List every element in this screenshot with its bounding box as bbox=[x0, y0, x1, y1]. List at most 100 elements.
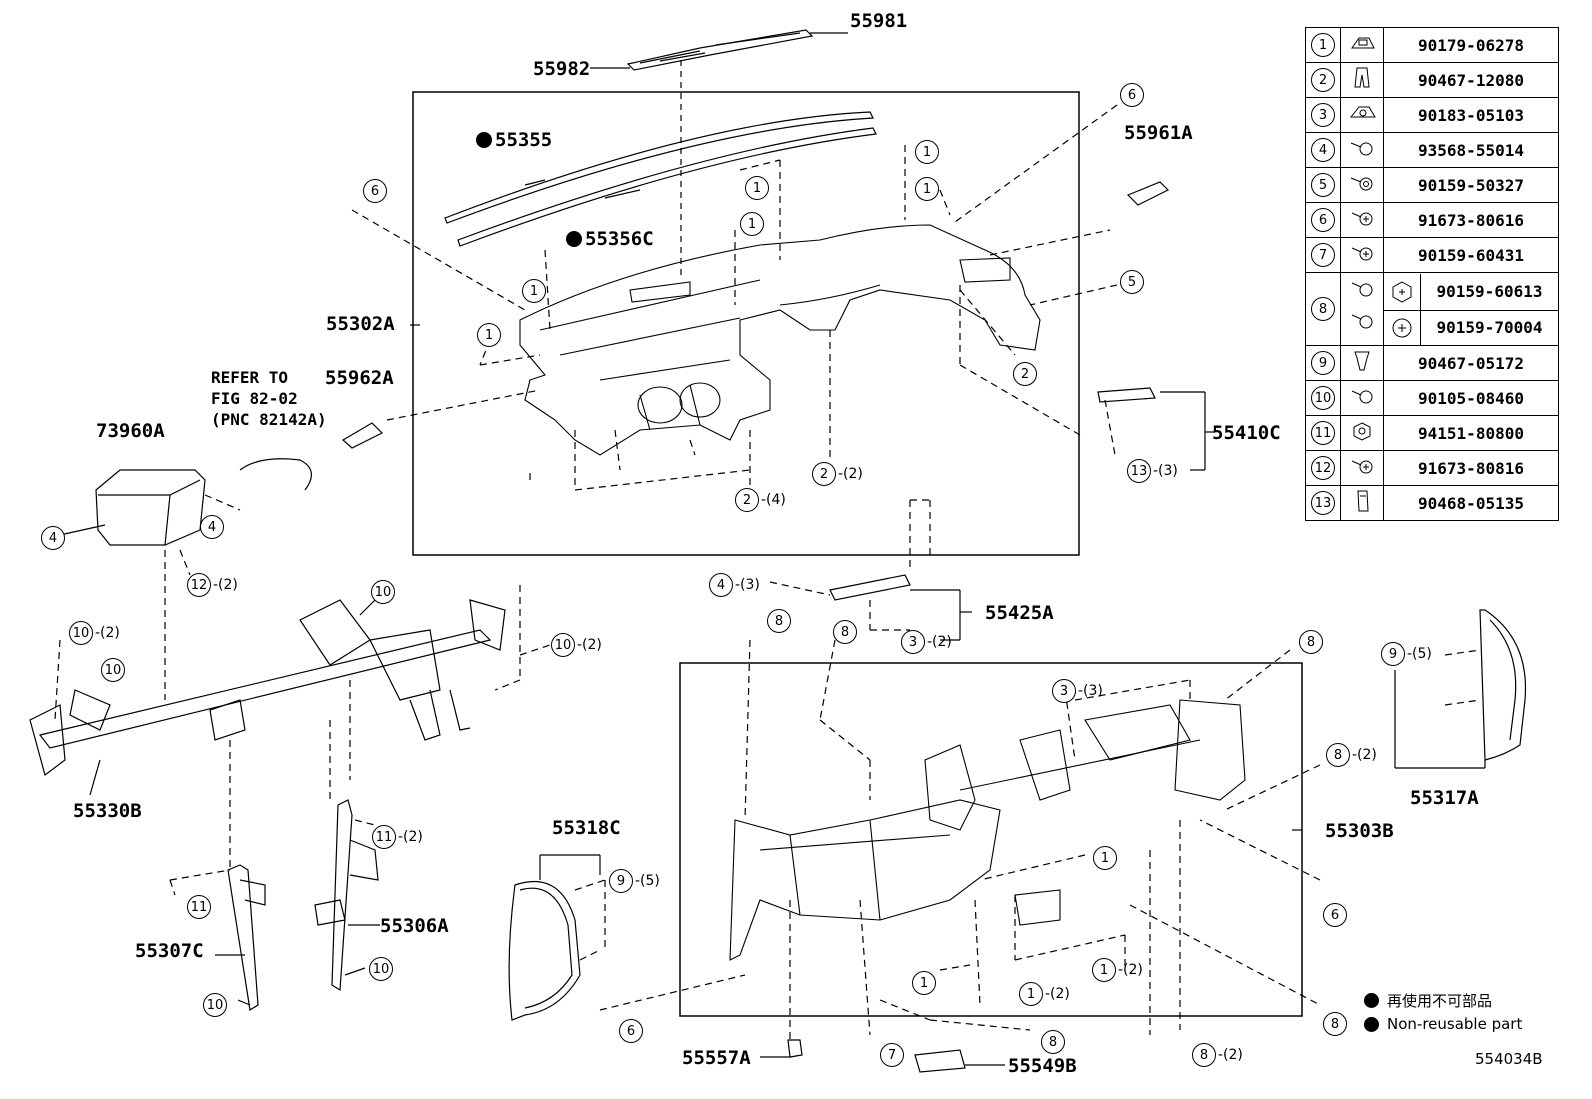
push-clip-icon bbox=[1340, 345, 1384, 381]
callout: 3-(2) bbox=[901, 630, 952, 654]
table-row: 4 93568-55014 bbox=[1305, 132, 1559, 168]
screw-icon bbox=[1340, 237, 1384, 273]
callout: 8 bbox=[1299, 630, 1325, 654]
callout: 12-(2) bbox=[187, 573, 238, 597]
part-55981: 55981 bbox=[850, 10, 908, 32]
table-row: 2 90467-12080 bbox=[1305, 62, 1559, 98]
callout: 6 bbox=[619, 1019, 645, 1043]
weatherstrip-drawing bbox=[444, 111, 877, 247]
part-55318c: 55318C bbox=[552, 817, 621, 839]
callout: 6 bbox=[1323, 903, 1349, 927]
55557a-drawing bbox=[787, 1039, 803, 1058]
callout: 2 bbox=[1013, 362, 1039, 386]
callout: 1 bbox=[912, 971, 938, 995]
part-55557a: 55557A bbox=[682, 1047, 751, 1069]
callout: 1-(2) bbox=[1019, 982, 1070, 1006]
callout: 1 bbox=[522, 279, 548, 303]
callout: 1 bbox=[1093, 846, 1119, 870]
55317a-drawing bbox=[1394, 609, 1527, 769]
callout: 7 bbox=[880, 1043, 906, 1067]
55318c-drawing bbox=[508, 854, 606, 1021]
55549b-drawing bbox=[914, 1049, 966, 1073]
callout: 8 bbox=[1041, 1030, 1067, 1054]
fastener-table: 1 90179-06278 2 90467-12080 3 90183-0510… bbox=[1305, 27, 1559, 521]
screw-icon bbox=[1340, 272, 1384, 346]
callout: 2-(4) bbox=[735, 488, 786, 512]
55306a-drawing bbox=[314, 799, 380, 992]
reinforcement-drawing bbox=[729, 699, 1246, 961]
nut-icon bbox=[1340, 415, 1384, 451]
screw-icon bbox=[1340, 202, 1384, 238]
instrument-panel-drawing bbox=[519, 224, 1041, 456]
callout: 1 bbox=[740, 212, 766, 236]
bolt-icon bbox=[1340, 167, 1384, 203]
screw-icon bbox=[1340, 450, 1384, 486]
part-55356c-label: 55356C bbox=[566, 228, 654, 250]
part-55303b: 55303B bbox=[1325, 820, 1394, 842]
part-55549b: 55549B bbox=[1008, 1055, 1077, 1077]
part-55317a: 55317A bbox=[1410, 787, 1479, 809]
55425a-drawing bbox=[769, 574, 972, 641]
part-55356c: 55356C bbox=[585, 228, 654, 250]
non-reusable-dot bbox=[1364, 993, 1379, 1008]
callout: 9-(5) bbox=[1381, 642, 1432, 666]
callout: 8 bbox=[1323, 1012, 1349, 1036]
legend-jp: 再使用不可部品 bbox=[1364, 990, 1492, 1011]
upper-panel-box bbox=[412, 91, 1080, 556]
clip-icon bbox=[1340, 485, 1384, 521]
part-55330b: 55330B bbox=[73, 800, 142, 822]
part-55302a: 55302A bbox=[326, 313, 395, 335]
table-row: 11 94151-80800 bbox=[1305, 415, 1559, 451]
table-row: 10 90105-08460 bbox=[1305, 380, 1559, 416]
table-row: 1 90179-06278 bbox=[1305, 27, 1559, 63]
table-row: 3 90183-05103 bbox=[1305, 97, 1559, 133]
callout: 4 bbox=[200, 515, 226, 539]
upper-leaders bbox=[351, 104, 1118, 570]
callout: 9-(5) bbox=[609, 869, 660, 893]
callout: 11-(2) bbox=[372, 825, 423, 849]
callout: 10-(2) bbox=[69, 621, 120, 645]
callout: 1 bbox=[915, 177, 941, 201]
non-reusable-marker bbox=[476, 132, 492, 148]
phillips-icon bbox=[1384, 273, 1421, 310]
callout: 11 bbox=[187, 895, 213, 919]
callout: 1-(2) bbox=[1092, 958, 1143, 982]
callout: 1 bbox=[915, 140, 941, 164]
55410c-drawing bbox=[1097, 387, 1215, 471]
phillips-icon bbox=[1384, 310, 1421, 345]
callout: 8-(2) bbox=[1326, 743, 1377, 767]
callout: 5 bbox=[1120, 270, 1146, 294]
table-row: 8 90159-60613 90159-70004 bbox=[1305, 272, 1559, 346]
callout: 8-(2) bbox=[1192, 1043, 1243, 1067]
callout: 6 bbox=[1120, 83, 1146, 107]
callout: 10 bbox=[203, 993, 229, 1017]
clip-nut-icon bbox=[1340, 97, 1384, 133]
cross-beam-drawing bbox=[29, 585, 551, 870]
reinforcement-leaders bbox=[599, 639, 1321, 1040]
callout: 3-(3) bbox=[1052, 679, 1103, 703]
55307c-drawing bbox=[169, 864, 266, 1011]
part-55410c: 55410C bbox=[1212, 422, 1281, 444]
legend-en: Non-reusable part bbox=[1364, 1015, 1522, 1033]
defroster-garnish-drawing bbox=[590, 29, 848, 275]
callout: 4 bbox=[41, 526, 67, 550]
part-55962a: 55962A bbox=[325, 367, 394, 389]
callout: 1 bbox=[477, 323, 503, 347]
table-row: 12 91673-80816 bbox=[1305, 450, 1559, 486]
callout: 10 bbox=[369, 957, 395, 981]
table-row: 5 90159-50327 bbox=[1305, 167, 1559, 203]
callout: 2-(2) bbox=[812, 462, 863, 486]
callout: 8 bbox=[833, 620, 859, 644]
table-row: 9 90467-05172 bbox=[1305, 345, 1559, 381]
callout: 10-(2) bbox=[551, 633, 602, 657]
table-row: 6 91673-80616 bbox=[1305, 202, 1559, 238]
callout: 6 bbox=[363, 179, 389, 203]
callout: 8 bbox=[767, 609, 793, 633]
reinforcement-box bbox=[679, 662, 1303, 1017]
55962a-drawing bbox=[341, 422, 384, 449]
part-55355: 55355 bbox=[495, 129, 553, 151]
refer-note: REFER TO FIG 82-02 (PNC 82142A) bbox=[211, 368, 327, 429]
part-73960a: 73960A bbox=[96, 420, 165, 442]
